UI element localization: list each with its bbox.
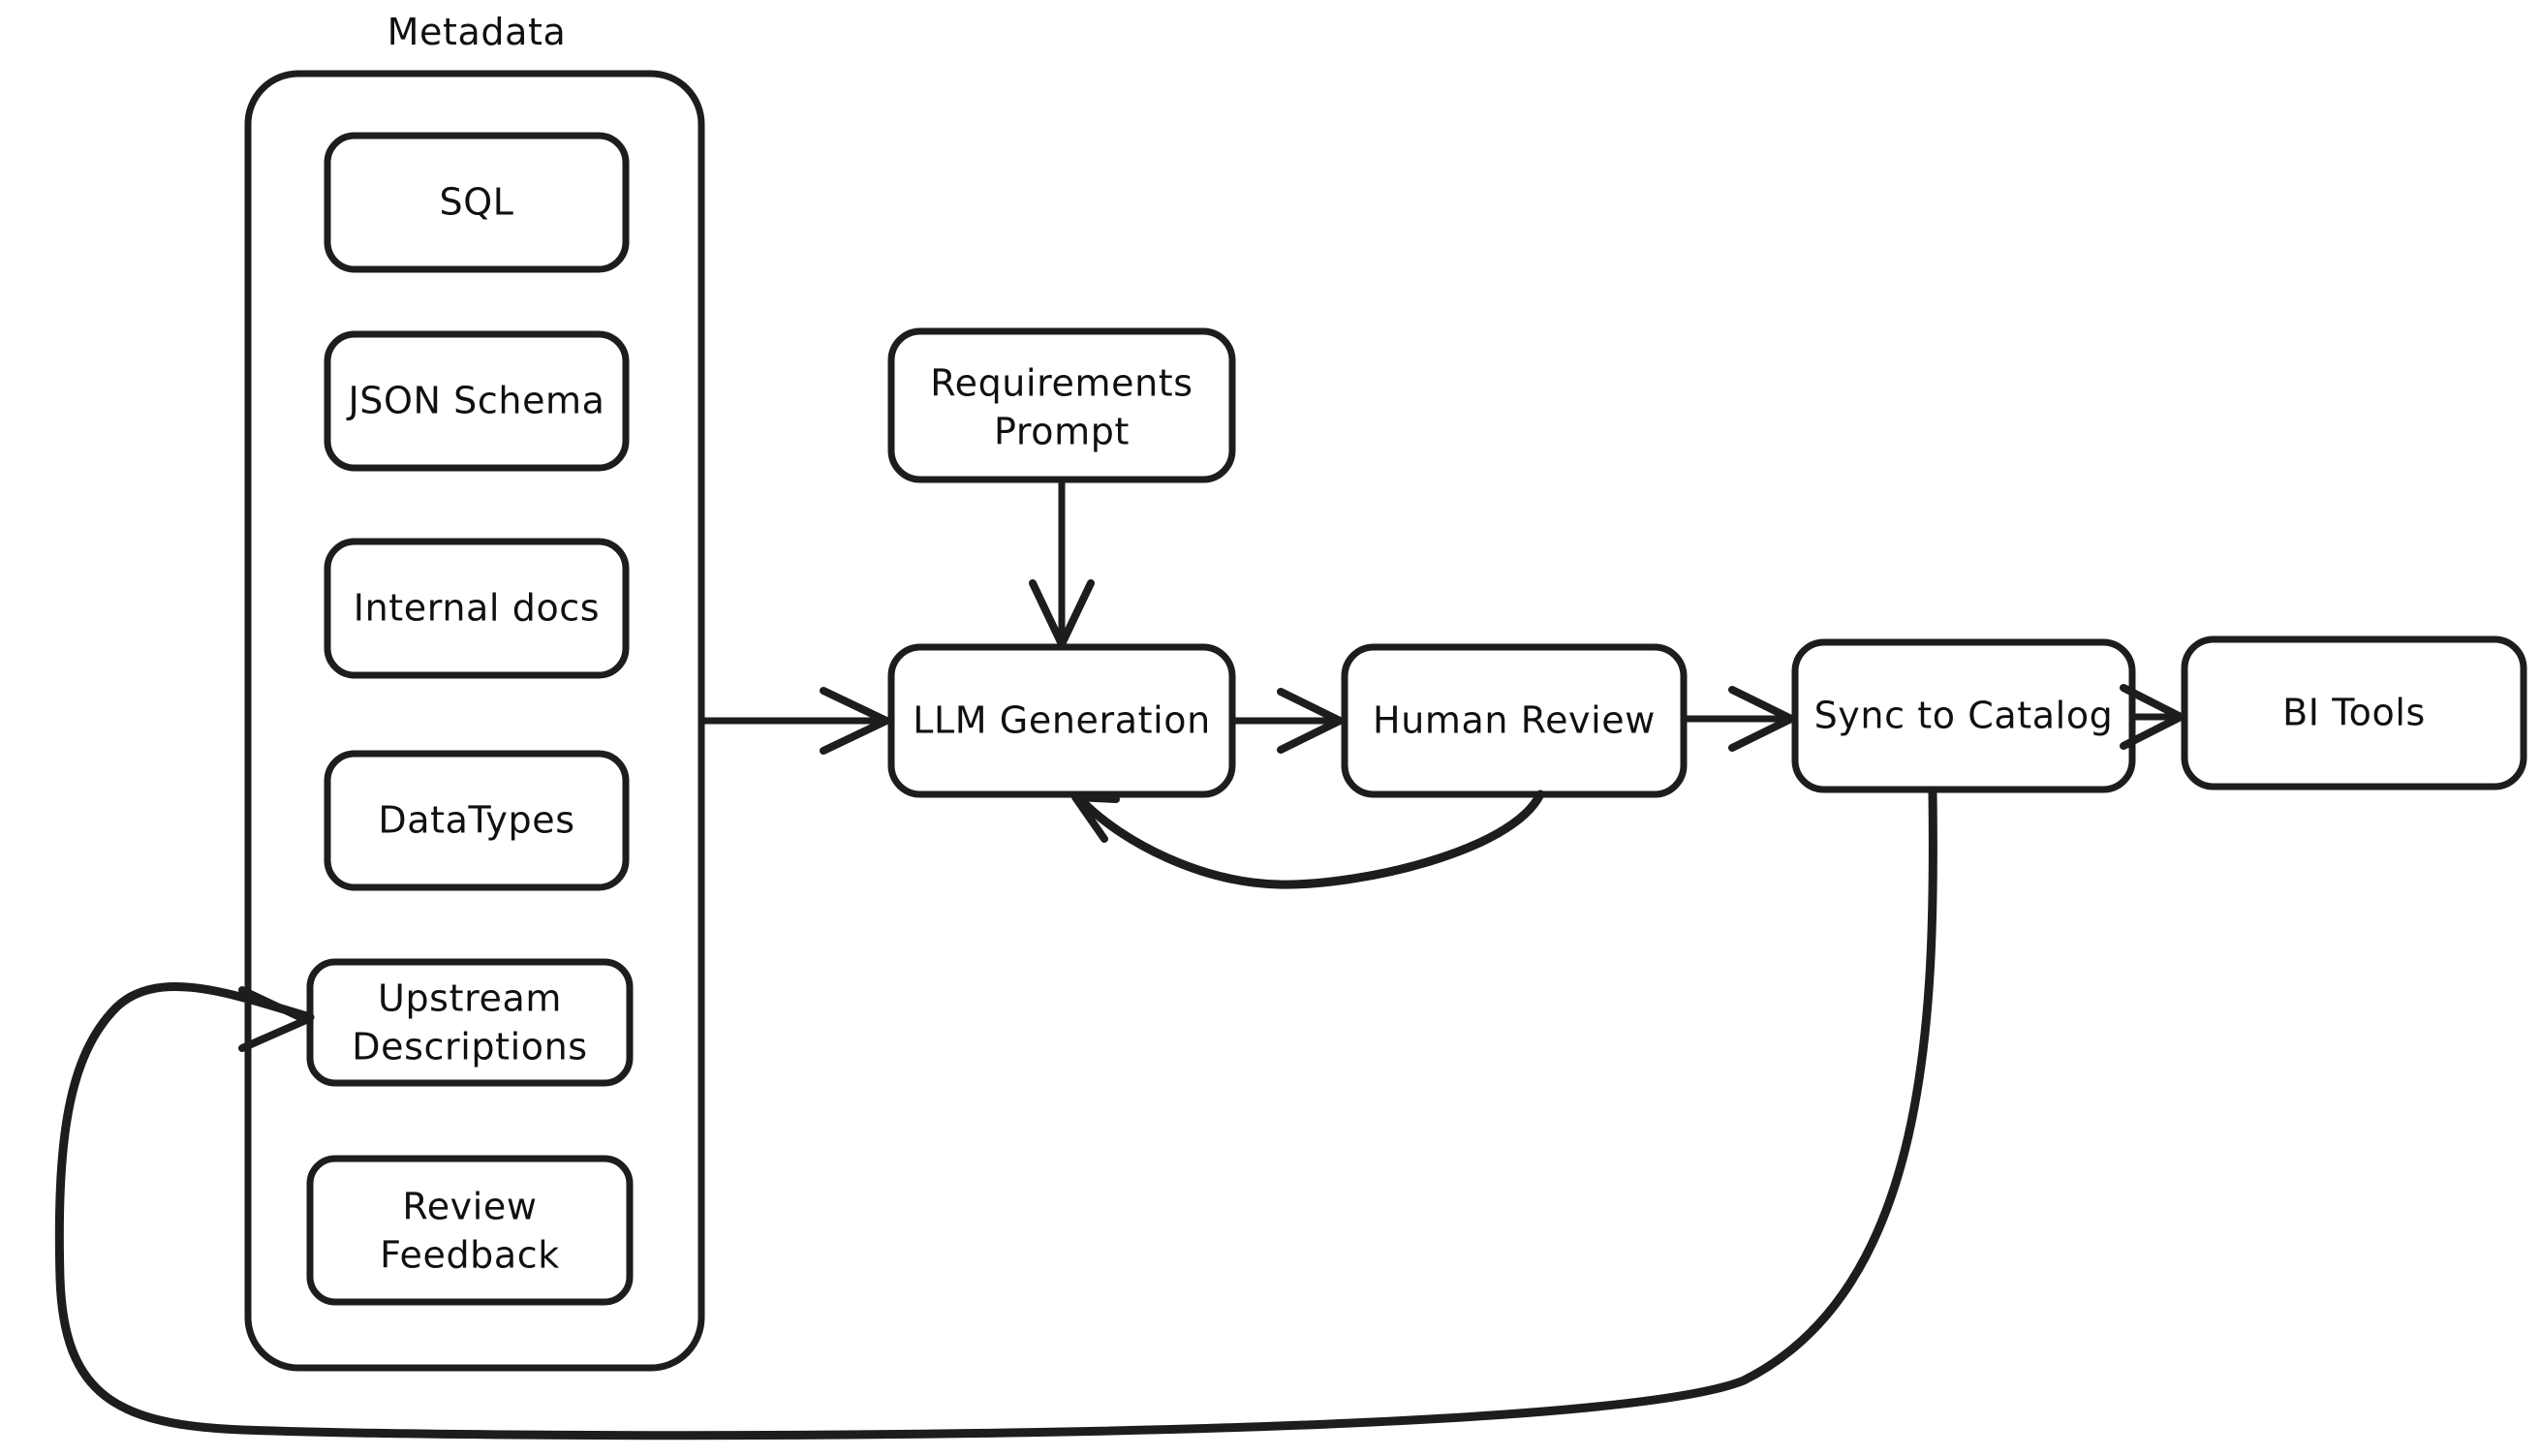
node-sql-box[interactable] [324,132,630,273]
node-llm-generation[interactable]: LLM Generation [887,643,1236,798]
node-json-schema[interactable]: JSON Schema [324,330,630,472]
edge-prompt-to-llm-arrowhead [1029,579,1095,648]
node-review-feedback-label-line2: Feedback [380,1234,560,1277]
node-sync-to-catalog[interactable]: Sync to Catalog [1791,638,2136,793]
edge-prompt-to-llm [1029,478,1095,648]
node-sql[interactable]: SQL [324,132,630,273]
edge-sync-back-to-upstream-arrowhead [238,986,310,1052]
edge-sync-back-to-upstream [54,788,1937,1441]
node-sql-label: SQL [439,181,513,224]
edge-review-to-sync-arrowhead [1728,686,1795,752]
node-json-schema-box[interactable] [324,330,630,472]
edge-metadata-to-llm [699,687,890,755]
edge-review-back-to-llm-curve [1078,790,1545,889]
node-bi-tools-box[interactable] [2181,635,2527,790]
edge-sync-to-bi-arrowhead [2120,684,2185,750]
node-internal-docs[interactable]: Internal docs [324,538,630,679]
edge-review-back-to-llm-arrowhead [1071,793,1120,843]
node-json-schema-label: JSON Schema [346,380,604,422]
metadata-group-title: Metadata [387,11,567,53]
edge-review-to-sync [1682,686,1795,752]
node-review-feedback-box[interactable] [306,1155,634,1306]
node-review-feedback-label-line1: Review [402,1186,537,1228]
node-datatypes-box[interactable] [324,750,630,891]
edge-sync-back-to-upstream-curve [54,788,1937,1441]
node-upstream-descriptions[interactable]: Upstream Descriptions [306,958,634,1087]
node-upstream-descriptions-label-line2: Descriptions [352,1026,587,1069]
node-review-feedback[interactable]: Review Feedback [306,1155,634,1306]
node-human-review-label: Human Review [1373,699,1656,742]
node-datatypes-label: DataTypes [378,799,574,842]
node-requirements-prompt-box[interactable] [887,327,1236,483]
node-internal-docs-box[interactable] [324,538,630,679]
edge-llm-to-review [1230,688,1344,754]
edge-metadata-to-llm-arrowhead [820,687,890,755]
node-requirements-prompt-label-line2: Prompt [994,411,1130,453]
node-upstream-descriptions-box[interactable] [306,958,634,1087]
edge-llm-to-review-arrowhead [1277,688,1344,754]
node-datatypes[interactable]: DataTypes [324,750,630,891]
node-sync-to-catalog-label: Sync to Catalog [1814,695,2114,737]
node-bi-tools-label: BI Tools [2282,692,2426,734]
node-human-review[interactable]: Human Review [1341,643,1688,798]
node-requirements-prompt[interactable]: Requirements Prompt [887,327,1236,483]
node-internal-docs-label: Internal docs [354,587,600,630]
node-llm-generation-label: LLM Generation [913,699,1211,742]
node-requirements-prompt-label-line1: Requirements [930,362,1193,405]
edge-sync-to-bi [2120,684,2185,750]
edge-review-back-to-llm [1071,790,1545,889]
node-bi-tools[interactable]: BI Tools [2181,635,2527,790]
node-upstream-descriptions-label-line1: Upstream [378,977,562,1020]
